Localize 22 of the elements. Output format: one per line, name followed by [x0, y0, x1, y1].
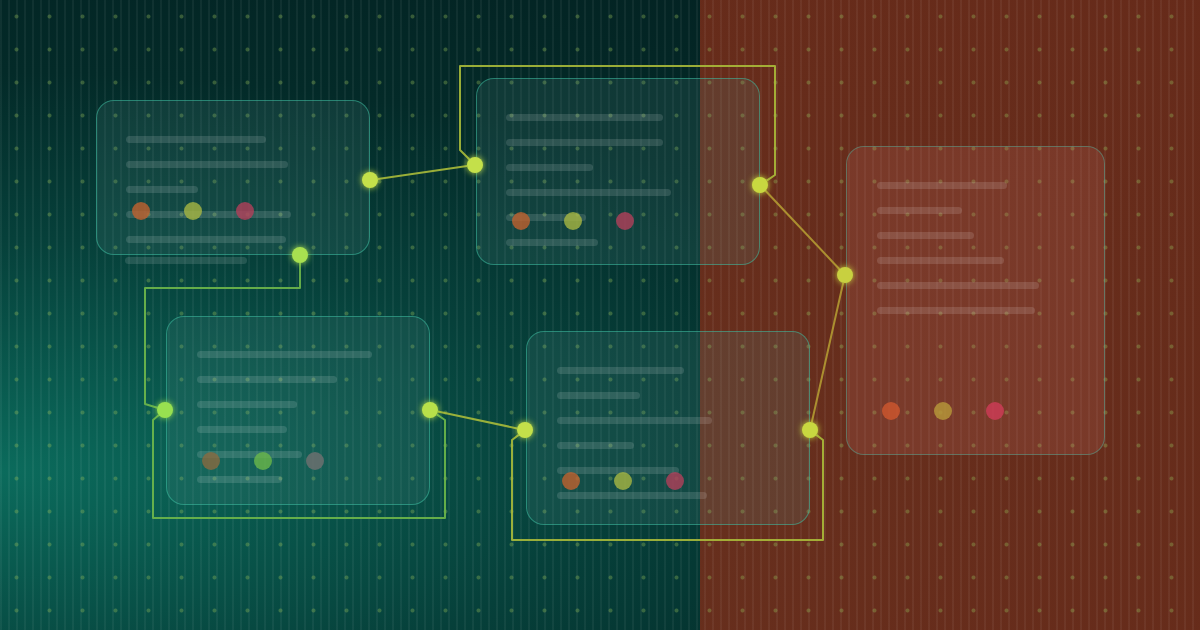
- card-panel: [846, 146, 1105, 455]
- connection-dot: [157, 402, 173, 418]
- card-panel: [476, 78, 760, 265]
- connection-dot: [467, 157, 483, 173]
- connector-line: [152, 413, 446, 519]
- card-panel: [96, 100, 370, 255]
- connector-line: [436, 410, 519, 430]
- connection-dot: [362, 172, 378, 188]
- card-panel: [526, 331, 810, 525]
- connector-line: [459, 65, 776, 182]
- connection-dot: [292, 247, 308, 263]
- card-panel: [166, 316, 430, 505]
- connector-line: [144, 262, 301, 409]
- connection-dot: [802, 422, 818, 438]
- connector-line: [376, 165, 469, 180]
- connector-line: [810, 281, 845, 424]
- connector-line: [764, 189, 841, 271]
- connector-line: [511, 433, 824, 541]
- connection-dot: [752, 177, 768, 193]
- connection-dot: [422, 402, 438, 418]
- connection-dot: [517, 422, 533, 438]
- connection-dot: [837, 267, 853, 283]
